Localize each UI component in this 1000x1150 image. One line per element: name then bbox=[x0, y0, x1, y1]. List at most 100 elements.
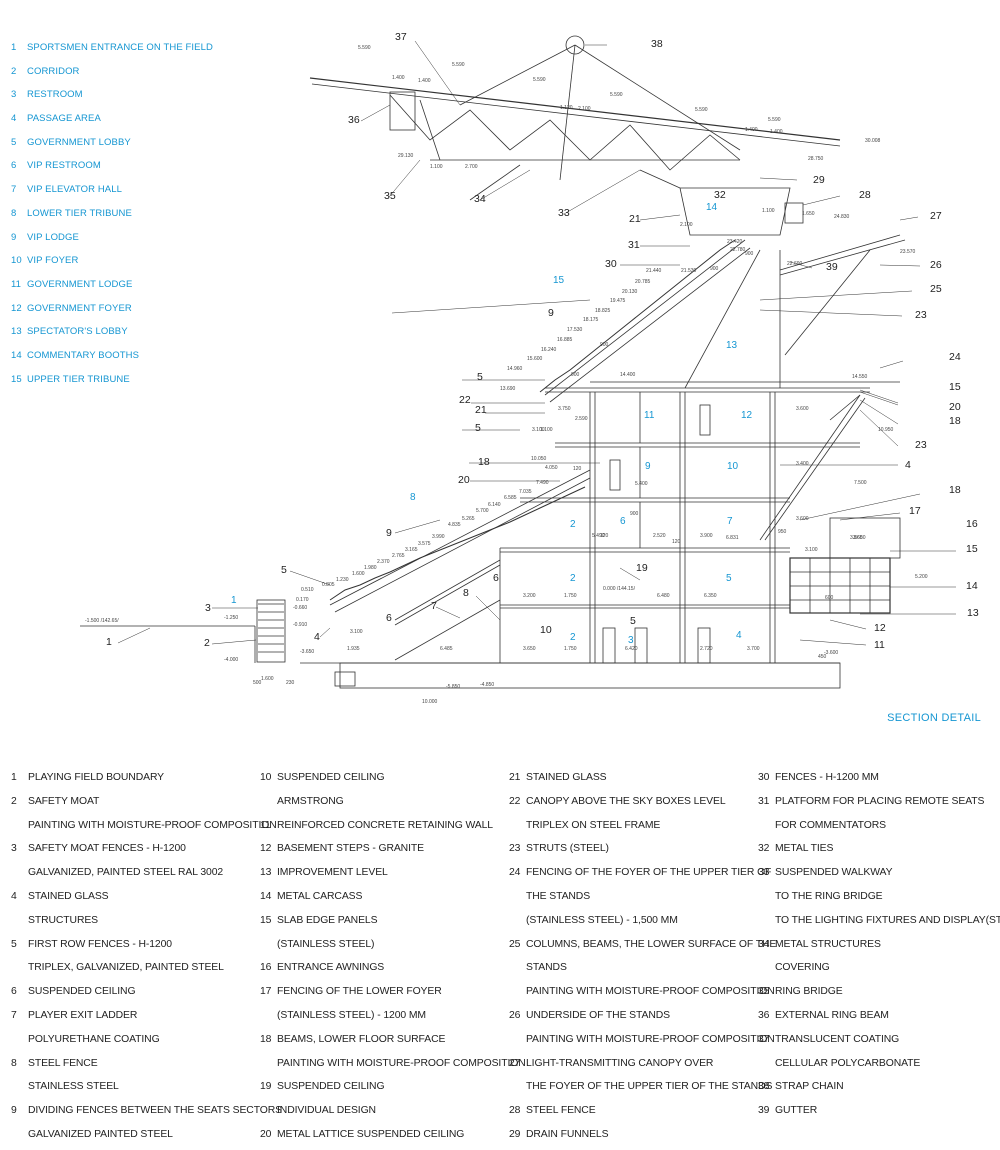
callout-number: 4 bbox=[314, 631, 320, 643]
dimension-label: 3.400 bbox=[796, 461, 809, 467]
note-text: PLATFORM FOR PLACING REMOTE SEATS bbox=[775, 795, 985, 807]
space-legend-label: VIP LODGE bbox=[27, 231, 79, 243]
dimension-label: 1.980 bbox=[364, 565, 377, 571]
space-tag: 5 bbox=[726, 573, 732, 584]
dimension-label: 2.700 bbox=[465, 164, 478, 170]
dimension-label: 1.750 bbox=[564, 593, 577, 599]
note-number: 2 bbox=[11, 795, 17, 807]
dimension-label: 23.570 bbox=[900, 249, 916, 255]
dimension-label: 120 bbox=[672, 539, 681, 545]
note-item: TRIPLEX, GALVANIZED, PAINTED STEEL bbox=[11, 956, 282, 980]
note-item: CELLULAR POLYCARBONATE bbox=[758, 1052, 1000, 1076]
steel-fence bbox=[784, 202, 804, 224]
dimension-label: 3.650 bbox=[523, 646, 536, 652]
note-text: FENCES - H-1200 MM bbox=[775, 772, 879, 783]
note-number: 31 bbox=[758, 795, 770, 807]
callout-number: 20 bbox=[458, 474, 470, 486]
note-number: 30 bbox=[758, 772, 770, 783]
ring-bridge bbox=[469, 164, 521, 201]
callout-number: 37 bbox=[395, 31, 407, 43]
callout-number: 35 bbox=[384, 190, 396, 202]
callout-number: 9 bbox=[548, 307, 554, 319]
dimension-label: 900 bbox=[571, 372, 580, 378]
note-number: 20 bbox=[260, 1128, 272, 1140]
dimension-label: 6.420 bbox=[625, 646, 638, 652]
space-legend-label: UPPER TIER TRIBUNE bbox=[27, 373, 130, 385]
note-item: STAINLESS STEEL bbox=[11, 1075, 282, 1099]
callout-number: 1 bbox=[106, 636, 112, 648]
space-legend-number: 10 bbox=[11, 255, 22, 267]
space-legend-number: 5 bbox=[11, 136, 17, 148]
dimension-label: 600 bbox=[825, 595, 834, 601]
note-number: 16 bbox=[260, 962, 272, 974]
dimension-label: 0.805 bbox=[322, 582, 335, 588]
space-legend-label: SPECTATOR'S LOBBY bbox=[27, 326, 128, 338]
note-text: BASEMENT STEPS - GRANITE bbox=[277, 843, 424, 855]
dimension-label: 1.230 bbox=[336, 577, 349, 583]
note-number: 11 bbox=[260, 819, 271, 831]
dimension-label: 3.900 bbox=[700, 533, 713, 539]
space-legend-label: VIP FOYER bbox=[27, 255, 79, 267]
dimension-label: 900 bbox=[745, 251, 754, 257]
note-item: PAINTING WITH MOISTURE-PROOF COMPOSITION bbox=[509, 980, 776, 1004]
note-text: GUTTER bbox=[775, 1105, 818, 1117]
dimension-label: 1.600 bbox=[261, 676, 274, 682]
note-text: BEAMS, LOWER FLOOR SURFACE bbox=[277, 1033, 446, 1045]
callout-number: 23 bbox=[915, 309, 927, 321]
note-number: 8 bbox=[11, 1057, 17, 1069]
note-number: 9 bbox=[11, 1105, 17, 1117]
callout-number: 12 bbox=[874, 622, 886, 634]
dimension-label: 18.175 bbox=[583, 317, 599, 323]
dimension-label: 3.860 bbox=[850, 535, 863, 541]
callout-number: 13 bbox=[967, 607, 979, 619]
note-number: 4 bbox=[11, 890, 17, 902]
dimension-label: 3.600 bbox=[796, 516, 809, 522]
dimension-label: 1.100 bbox=[540, 427, 553, 433]
callout-number: 21 bbox=[629, 213, 641, 225]
dimension-label: -4.000 bbox=[224, 657, 238, 663]
dimension-label: -1.500 /142.65/ bbox=[85, 618, 119, 624]
space-tag: 14 bbox=[706, 202, 718, 213]
dimension-label: 1.600 bbox=[352, 571, 365, 577]
dimension-label: -4.850 bbox=[480, 682, 494, 688]
note-number: 3 bbox=[11, 843, 17, 855]
space-tag: 2 bbox=[570, 573, 576, 584]
note-number: 7 bbox=[11, 1009, 17, 1021]
space-tag: 15 bbox=[553, 275, 565, 286]
callout-number: 15 bbox=[966, 543, 978, 555]
callout-number: 20 bbox=[949, 401, 961, 413]
dimension-label: 3.575 bbox=[418, 541, 431, 547]
note-text: STAINED GLASS bbox=[28, 890, 109, 902]
note-text: STEEL FENCE bbox=[526, 1105, 596, 1117]
space-legend-number: 1 bbox=[11, 42, 17, 53]
dimension-label: 7.490 bbox=[536, 480, 549, 486]
dimension-label: 19.475 bbox=[610, 298, 626, 304]
dimension-label: -0.910 bbox=[293, 622, 307, 628]
note-item: TO THE LIGHTING FIXTURES AND DISPLAY(STE… bbox=[758, 909, 1000, 933]
note-number: 32 bbox=[758, 843, 770, 855]
lower-tier-raker bbox=[329, 469, 591, 606]
dimension-label: 1.400 bbox=[418, 78, 431, 84]
dimension-label: 900 bbox=[710, 266, 719, 272]
note-text: COVERING bbox=[775, 962, 830, 974]
dimension-label: 1.650 bbox=[802, 211, 815, 217]
note-text: TRIPLEX ON STEEL FRAME bbox=[526, 819, 661, 831]
note-text: LIGHT-TRANSMITTING CANOPY OVER bbox=[526, 1057, 714, 1069]
